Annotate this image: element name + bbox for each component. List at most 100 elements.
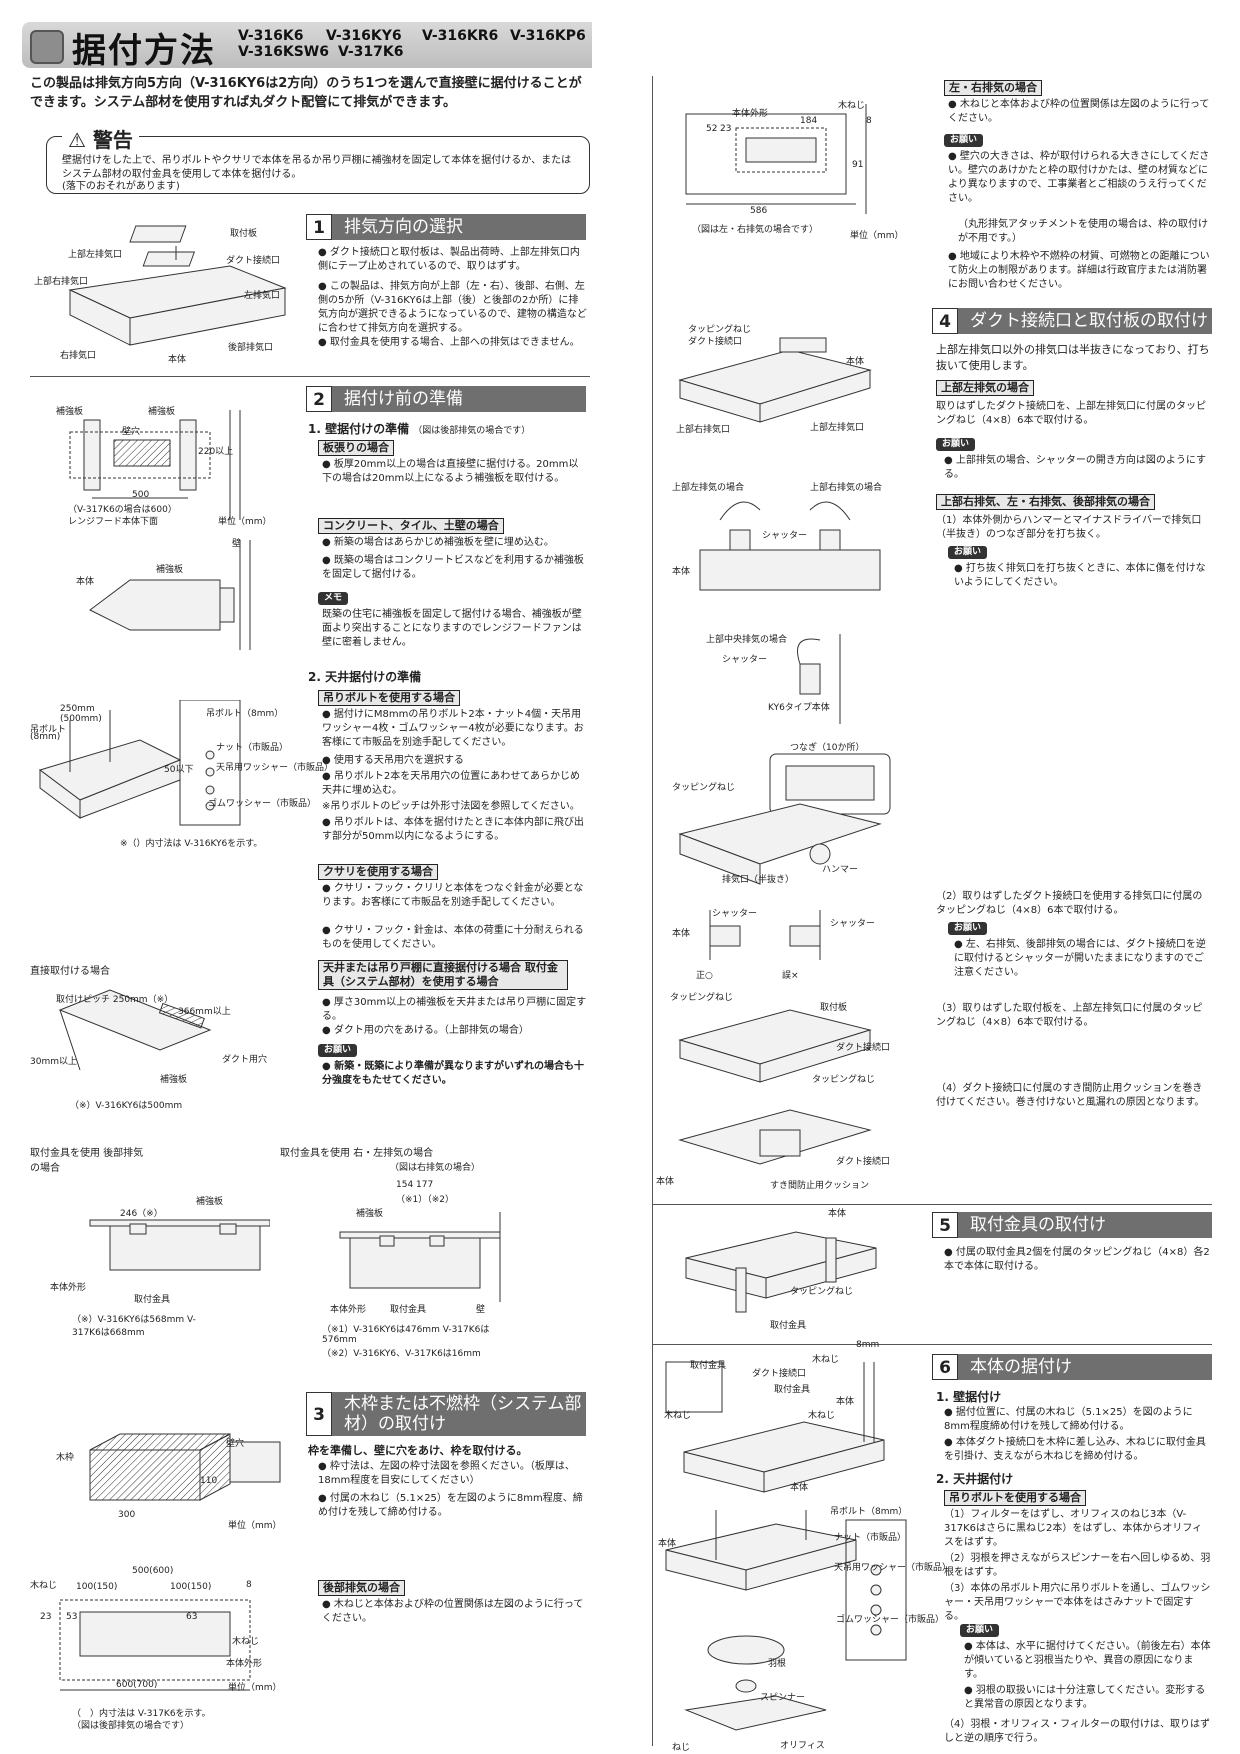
s2-note: ※吊りボルトのピッチは外形寸法図を参照してください。 <box>322 801 580 812</box>
s3-fig-label: 63 <box>186 1612 198 1622</box>
ask-tag: お願い <box>960 1624 1000 1637</box>
s2-fig-label: 本体外形 <box>330 1305 367 1315</box>
s6-fig-label: 本体 <box>836 1397 855 1407</box>
s3-bullet: ● 枠寸法は、左図の枠寸法図を参照ください。（板厚は、18mm程度を目安にしてく… <box>318 1461 575 1486</box>
s2-fig-label: 壁 <box>476 1305 486 1315</box>
s2-fig-label: （図は右排気の場合） <box>390 1163 481 1173</box>
s3-bullet: ● 付属の木ねじ（5.1×25）を左図のように8mm程度、締め付けを残して締め付… <box>318 1493 583 1518</box>
s2-fig-label: 壁 <box>232 539 242 549</box>
s2-fig-label: 補強板 <box>160 1075 188 1085</box>
s2-fig-label: （※）V-316KY6は568mm V-317K6は668mm <box>72 1315 196 1338</box>
s3-fig-label: 木枠 <box>56 1453 75 1463</box>
s3r-fig-label: 本体外形 <box>732 109 769 119</box>
s2-wall-figure <box>69 410 241 520</box>
s2-fig-label: （※2）V-316KY6、V-317K6は16mm <box>322 1349 481 1359</box>
s4-step: （2）取りはずしたダクト接続口を使用する排気口に付属のタッピングねじ（4×8）6… <box>936 891 1203 916</box>
s3-fig-label: 壁穴 <box>226 1439 245 1449</box>
s4-ask: ● 上部排気の場合、シャッターの開き方向は図のようにする。 <box>944 455 1207 480</box>
memo-text: 既築の住宅に補強板を固定して据付ける場合、補強板が壁面より突出することになります… <box>322 609 582 648</box>
s2-fig-label: 本体 <box>76 577 95 587</box>
s4-fig-label: シャッター <box>722 655 768 665</box>
s2-fig-label: 30mm以上 <box>30 1057 77 1067</box>
s4-fig-label: KY6タイプ本体 <box>768 703 830 713</box>
s2-bullet: ● 既築の場合はコンクリートビスなどを利用するか補強板を固定して据付ける。 <box>322 555 584 580</box>
s3-fig-label: 単位（mm） <box>228 1521 282 1531</box>
s4-fig-label: 取付板 <box>820 1003 848 1013</box>
s4-ask: ● 左、右排気、後部排気の場合には、ダクト接続口を逆に取付けるとシャッターが開い… <box>954 939 1206 978</box>
s4-ask: ● 打ち抜く排気口を打ち抜くときに、本体に傷を付けないようにしてください。 <box>954 563 1206 588</box>
s3-frame-figure <box>89 1433 281 1501</box>
s3-fig-label: 23 <box>40 1612 52 1622</box>
page-header: 据付方法 <box>22 22 592 71</box>
s2-fig-label: 補強板 <box>156 565 184 575</box>
s2-bullet: ● ダクト用の穴をあける。（上部排気の場合） <box>322 1025 529 1036</box>
s2-fig-label: 取付金具 <box>390 1305 427 1315</box>
section-number: 4 <box>932 308 958 334</box>
warning-triangle-icon: ⚠ <box>68 128 86 152</box>
s2-fig-label: 取付金具 <box>134 1295 171 1305</box>
s3-fig-label: 木ねじ <box>232 1637 260 1647</box>
model-2: V-316KY6 <box>326 28 402 44</box>
s3-rear-figure <box>59 1599 251 1691</box>
s2-fig-label: 補強板 <box>56 407 84 417</box>
s2-fig-label: ※（）内寸法は V-316KY6を示す。 <box>120 839 263 849</box>
s4-fig-label: 誤× <box>782 971 799 981</box>
section-6-title: 6 本体の据付け <box>932 1354 1212 1380</box>
section-title-text: 排気方向の選択 <box>344 217 463 237</box>
s2-side-figure <box>89 540 251 650</box>
s3-fig-label: 53 <box>66 1612 78 1622</box>
s4-fig-label: シャッター <box>830 919 876 929</box>
s3-lead: 枠を準備し、壁に穴をあけ、枠を取付ける。 <box>308 1444 528 1457</box>
s1-label: 後部排気口 <box>228 343 274 353</box>
s4-fig-label: ダクト接続口 <box>836 1157 891 1167</box>
s6-ceiling-figure <box>665 1510 907 1731</box>
column-divider <box>652 76 653 1746</box>
section-title-text: 取付金具の取付け <box>970 1215 1106 1235</box>
warning-title: 警告 <box>92 128 133 152</box>
s2-subhead: 天井または吊り戸棚に直接据付ける場合 取付金具（システム部材）を使用する場合 <box>318 960 568 990</box>
s2-fig-label: 220以上 <box>198 447 234 457</box>
s4-correct-wrong-figure <box>709 910 821 960</box>
s6-fig-label: 本体 <box>790 1483 809 1493</box>
s2-bullet: ● 新築の場合はあらかじめ補強板を壁に埋め込む。 <box>322 537 554 548</box>
s4-mount-figure <box>678 1009 872 1165</box>
s2-fig-label: 366mm以上 <box>178 1007 231 1017</box>
s4-fig-label: ダクト接続口 <box>688 337 743 347</box>
divider <box>30 376 590 377</box>
s2-ceiling-figure <box>38 700 241 826</box>
section-number: 3 <box>306 1392 332 1436</box>
s4-center-figure <box>797 634 841 724</box>
s4-lead: 上部左排気口以外の排気口は半抜きになっており、打ち抜いて使用します。 <box>936 343 1210 372</box>
s4-fig-label: すき間防止用クッション <box>770 1181 870 1191</box>
s6-fig-label: 木ねじ <box>808 1411 836 1421</box>
s3-fig-label: 木ねじ <box>30 1581 58 1591</box>
s4-fig-label: 本体 <box>656 1177 675 1187</box>
s6-fig-label: ゴムワッシャー（市販品） <box>836 1615 945 1625</box>
s2-fig-label: 250mm <box>60 704 95 714</box>
s4-fig-label: つなぎ（10か所） <box>790 743 865 753</box>
section-title-text: 本体の据付け <box>970 1357 1072 1377</box>
s2-fig-label: 本体外形 <box>50 1283 87 1293</box>
s2-subhead: クサリを使用する場合 <box>318 864 438 880</box>
s1-label: 上部右排気口 <box>34 277 89 287</box>
s3r-fig-label: 木ねじ <box>838 101 866 111</box>
s6-fig-label: オリフィス <box>780 1741 825 1751</box>
s2-fig-label: 吊ボルト <box>30 725 67 735</box>
s6-heading-1: 1. 壁据付け <box>936 1390 1002 1404</box>
s3-fig-label: 600(700) <box>116 1680 158 1690</box>
s6-fig-label: 吊ボルト（8mm） <box>830 1507 908 1517</box>
s6-fig-label: スピンナー <box>760 1693 806 1703</box>
s4-fig-label: ダクト接続口 <box>836 1043 891 1053</box>
s6-step: （4）羽根・オリフィス・フィルターの取付けは、取りはずしと逆の順序で行う。 <box>944 1719 1210 1744</box>
s2-fig-label: 50以下 <box>164 765 194 775</box>
s2-direct-figure <box>58 989 212 1071</box>
s3-bullet: ● 木ねじと本体および枠の位置関係は左図のように行ってください。 <box>322 1599 584 1624</box>
warning-box <box>46 136 590 194</box>
divider <box>652 1204 1212 1205</box>
s2-side-bracket-figure <box>339 1212 501 1302</box>
s4-fig-label: 上部右排気口 <box>676 425 731 435</box>
s2-bullet: ● 吊りボルト2本を天吊用穴の位置にあわせてあらかじめ天井に埋め込む。 <box>322 771 580 796</box>
s1-bullet: ● ダクト接続口と取付板は、製品出荷時、上部左排気口内側にテープ止めされているの… <box>318 247 580 272</box>
s6-subhead: 吊りボルトを使用する場合 <box>944 1490 1086 1506</box>
section-3-title: 3 木枠または不燃枠（システム部材）の取付け <box>306 1392 586 1436</box>
